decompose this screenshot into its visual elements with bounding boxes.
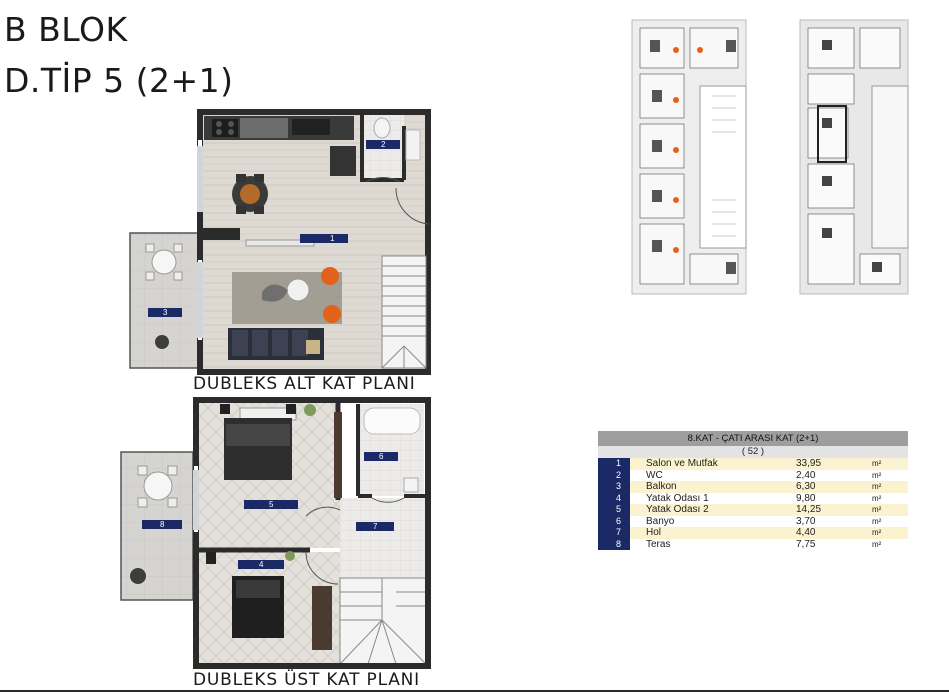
area-unit: m²	[872, 470, 882, 480]
area-unit: m²	[872, 493, 882, 503]
area-table-subtitle: ( 52 )	[598, 446, 908, 458]
room-name: Teras	[646, 538, 671, 550]
room-tag-4: 4	[238, 560, 284, 569]
room-area: 7,75	[796, 538, 816, 550]
room-number: 2	[598, 469, 630, 481]
room-area: 2,40	[796, 469, 816, 481]
upper-floor-caption: DUBLEKS ÜST KAT PLANI	[193, 670, 420, 690]
svg-text:4: 4	[259, 560, 264, 569]
area-table: 8.KAT - ÇATI ARASI KAT (2+1) ( 52 ) 1 Sal…	[598, 431, 908, 550]
room-tag-6: 6	[364, 452, 398, 461]
bottom-divider	[0, 690, 949, 692]
room-name: Balkon	[646, 481, 677, 492]
key-plan-right	[799, 19, 909, 295]
lower-floor-plan: 1 2 3	[129, 109, 431, 375]
svg-text:2: 2	[381, 140, 386, 149]
room-number: 5	[598, 504, 630, 516]
area-unit: m²	[872, 516, 882, 526]
area-unit: m²	[872, 505, 882, 514]
room-area: 4,40	[796, 527, 816, 538]
area-table-rows: 1 Salon ve Mutfak 33,95 m² 2 WC 2,40 m² 3 Balkon 6…	[598, 458, 908, 550]
svg-text:1: 1	[330, 234, 335, 243]
room-area: 6,30	[796, 481, 816, 492]
room-number: 7	[598, 527, 630, 539]
area-table-row: 3 Balkon 6,30 m²	[598, 481, 908, 493]
room-tag-8: 8	[142, 520, 182, 529]
area-table-row: 2 WC 2,40 m²	[598, 469, 908, 481]
area-unit: m²	[872, 528, 882, 537]
area-table-row: 7 Hol 4,40 m²	[598, 527, 908, 539]
room-area: 14,25	[796, 504, 822, 515]
svg-text:3: 3	[163, 308, 168, 317]
area-unit: m²	[872, 539, 882, 549]
area-table-row: 8 Teras 7,75 m²	[598, 538, 908, 550]
area-table-row: 6 Banyo 3,70 m²	[598, 515, 908, 527]
room-area: 3,70	[796, 515, 816, 527]
area-unit: m²	[872, 482, 882, 491]
area-table-row: 5 Yatak Odası 2 14,25 m²	[598, 504, 908, 516]
room-name: Salon ve Mutfak	[646, 458, 718, 469]
svg-text:6: 6	[379, 452, 384, 461]
room-area: 33,95	[796, 458, 822, 469]
room-name: WC	[646, 469, 663, 481]
room-name: Yatak Odası 1	[646, 492, 709, 504]
area-unit: m²	[872, 459, 882, 468]
key-plan-left	[631, 19, 747, 295]
unit-type-title: D.TİP 5 (2+1)	[4, 61, 234, 100]
room-tag-7: 7	[356, 522, 394, 531]
area-table-title: 8.KAT - ÇATI ARASI KAT (2+1)	[598, 431, 908, 446]
room-tag-5: 5	[244, 500, 298, 509]
room-name: Hol	[646, 527, 662, 538]
area-table-row: 1 Salon ve Mutfak 33,95 m²	[598, 458, 908, 470]
svg-text:7: 7	[373, 522, 378, 531]
room-tag-3: 3	[148, 308, 182, 317]
upper-floor-plan: 4 5 6 7 8	[120, 397, 431, 669]
room-number: 4	[598, 492, 630, 504]
svg-text:8: 8	[160, 520, 165, 529]
room-number: 3	[598, 481, 630, 493]
room-tag-2: 2	[366, 140, 400, 149]
block-title: B BLOK	[4, 10, 128, 49]
room-tag-1: 1	[300, 234, 348, 243]
lower-floor-caption: DUBLEKS ALT KAT PLANI	[193, 374, 416, 394]
room-number: 6	[598, 515, 630, 527]
room-number: 1	[598, 458, 630, 470]
room-area: 9,80	[796, 492, 816, 504]
room-name: Banyo	[646, 515, 675, 527]
svg-text:5: 5	[269, 500, 274, 509]
room-name: Yatak Odası 2	[646, 504, 709, 515]
area-table-row: 4 Yatak Odası 1 9,80 m²	[598, 492, 908, 504]
room-number: 8	[598, 538, 630, 550]
